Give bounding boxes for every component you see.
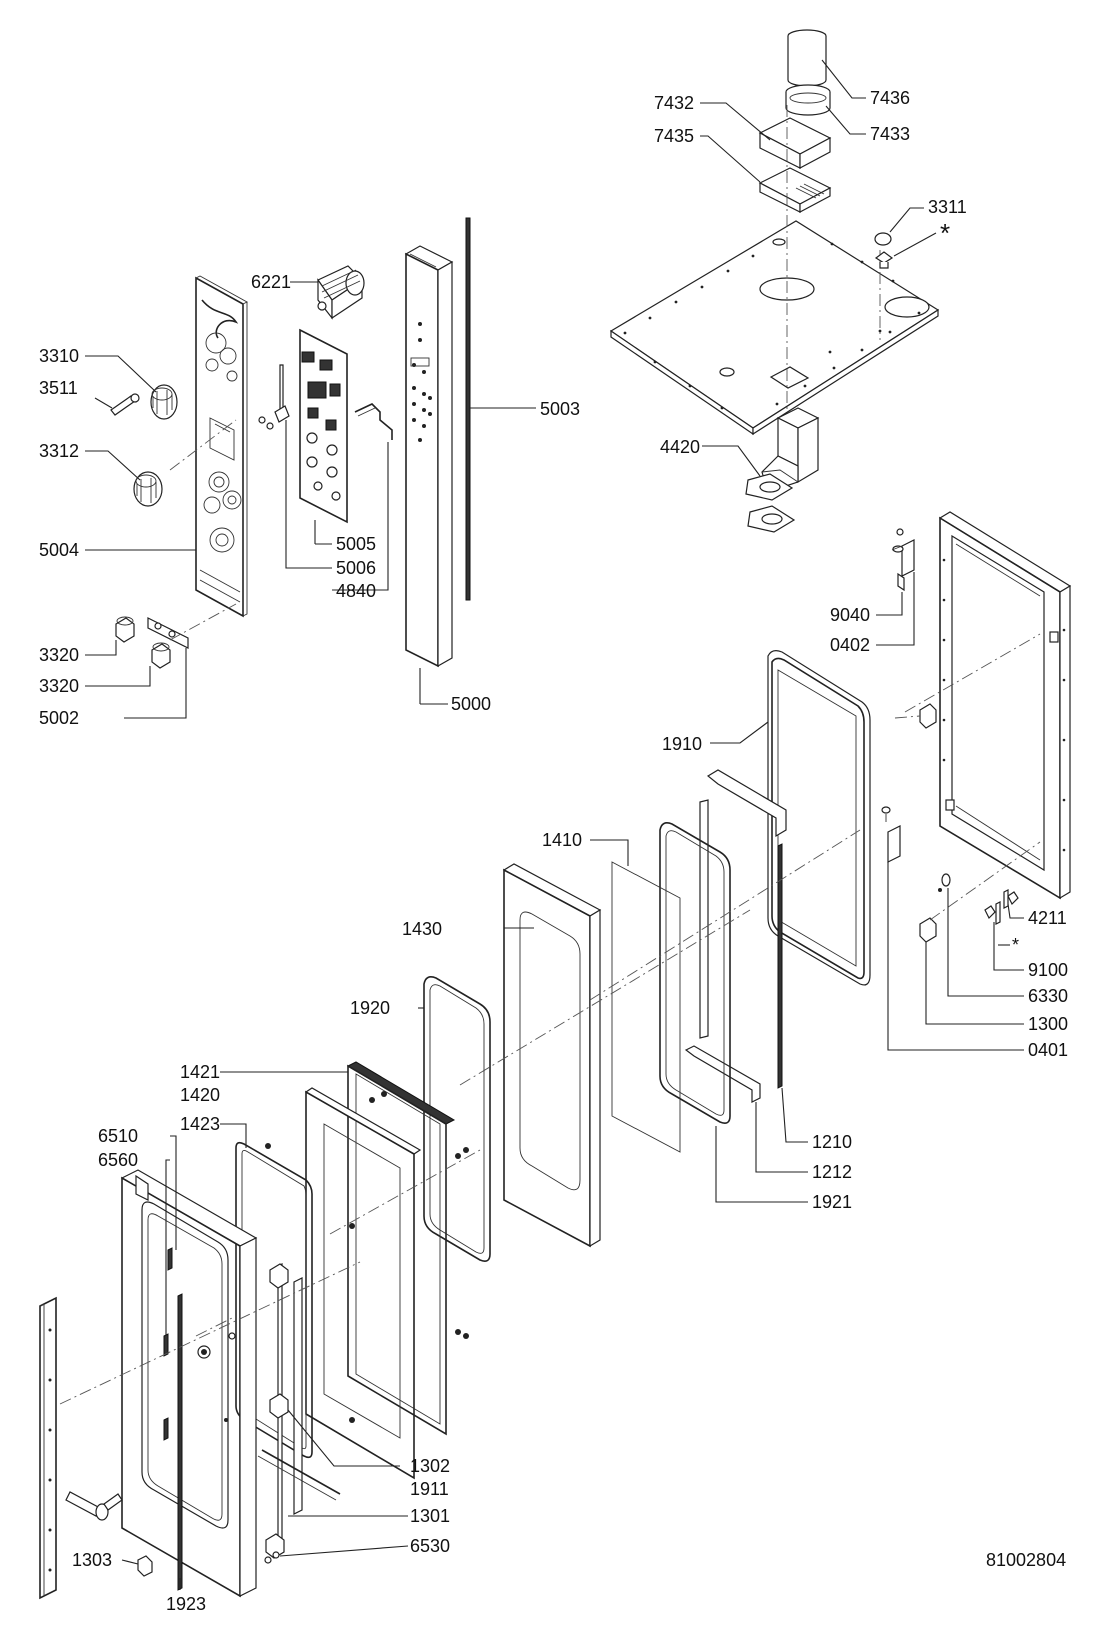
tray-7435	[758, 167, 832, 213]
label-6560: 6560	[98, 1150, 138, 1170]
switch-3320-b	[151, 642, 171, 669]
cap-3311	[874, 232, 894, 269]
side-rail	[39, 1296, 57, 1600]
strip-1210	[777, 843, 783, 1089]
label-4211: 4211	[1028, 908, 1067, 928]
label-4420: 4420	[660, 437, 700, 457]
box-7432	[758, 117, 832, 169]
label-7436: 7436	[870, 88, 910, 108]
label-1212: 1212	[812, 1162, 852, 1182]
strip-5003	[465, 217, 471, 601]
glass-1410	[611, 861, 681, 1153]
hinge-9040	[891, 528, 915, 592]
fan-6221	[317, 265, 365, 320]
label-1210: 1210	[812, 1132, 852, 1152]
column-5000	[404, 245, 454, 668]
drawing-number: 81002804	[986, 1550, 1066, 1570]
label-5002: 5002	[39, 708, 79, 728]
label-0402: 0402	[830, 635, 870, 655]
label-6530: 6530	[410, 1536, 450, 1556]
label-1301: 1301	[410, 1506, 450, 1526]
label-1923: 1923	[166, 1594, 206, 1614]
roof-plate-group	[609, 29, 940, 533]
handle	[65, 1491, 123, 1521]
label-3511: 3511	[39, 378, 78, 398]
label-0401: 0401	[1028, 1040, 1068, 1060]
label-4840: 4840	[336, 581, 376, 601]
label-1421: 1421	[180, 1062, 220, 1082]
label-1911: 1911	[410, 1479, 449, 1499]
label-1423: 1423	[180, 1114, 220, 1134]
label-star-1: *	[940, 218, 950, 248]
label-6330: 6330	[1028, 986, 1068, 1006]
funnel-4420	[745, 407, 820, 533]
knob-1303	[137, 1555, 153, 1577]
front-door-group	[39, 976, 491, 1600]
label-6510: 6510	[98, 1126, 138, 1146]
switch-3320-a	[115, 616, 135, 643]
label-7432: 7432	[654, 93, 694, 113]
chimney-7436	[787, 29, 827, 87]
door-outer-shell	[120, 1169, 258, 1598]
label-3312: 3312	[39, 441, 79, 461]
label-7435: 7435	[654, 126, 694, 146]
shaft-3511	[110, 393, 140, 416]
label-9100: 9100	[1028, 960, 1068, 980]
hardware-6330	[938, 873, 951, 892]
label-5003: 5003	[540, 399, 580, 419]
label-5004: 5004	[39, 540, 79, 560]
label-3311: 3311	[928, 197, 967, 217]
seal-1921	[659, 822, 731, 1124]
label-1921: 1921	[812, 1192, 852, 1212]
cable-4840	[354, 403, 393, 440]
label-1430: 1430	[402, 919, 442, 939]
hardware-9100	[984, 889, 1019, 925]
label-9040: 9040	[830, 605, 870, 625]
control-panel-group	[110, 217, 471, 669]
ring-7433	[785, 84, 831, 116]
label-1300: 1300	[1028, 1014, 1068, 1034]
label-5006: 5006	[336, 558, 376, 578]
label-3320-a: 3320	[39, 645, 79, 665]
leader-lines	[85, 59, 1024, 1590]
hinge-0401	[881, 806, 901, 863]
label-1303: 1303	[72, 1550, 112, 1570]
faceplate-5004	[195, 275, 248, 618]
glass-panel-1423	[304, 1087, 422, 1480]
label-1420: 1420	[180, 1085, 220, 1105]
knob-3312	[133, 471, 163, 507]
label-3320-b: 3320	[39, 676, 79, 696]
label-6221: 6221	[251, 272, 291, 292]
pcb-5005	[299, 328, 348, 524]
label-5000: 5000	[451, 694, 491, 714]
label-3310: 3310	[39, 346, 79, 366]
label-1910: 1910	[662, 734, 702, 754]
label-1920: 1920	[350, 998, 390, 1018]
label-1302: 1302	[410, 1456, 450, 1476]
label-star-2: *	[1012, 935, 1019, 955]
bracket-5002	[147, 617, 189, 649]
frame-1421	[346, 1061, 469, 1436]
gasket-1910	[767, 650, 871, 986]
label-5005: 5005	[336, 534, 376, 554]
label-7433: 7433	[870, 124, 910, 144]
rod-1911	[265, 1263, 303, 1559]
door-frame-group	[459, 511, 1072, 1248]
label-1410: 1410	[542, 830, 582, 850]
knob-3310	[150, 384, 178, 420]
seal-1920	[423, 976, 491, 1262]
strip-1212	[684, 769, 787, 1103]
part-labels: 6221 3310 3511 3312 5004 5005 5006 4840 …	[39, 88, 1068, 1614]
sensor-5006	[258, 364, 290, 430]
panel-1430	[502, 863, 602, 1248]
